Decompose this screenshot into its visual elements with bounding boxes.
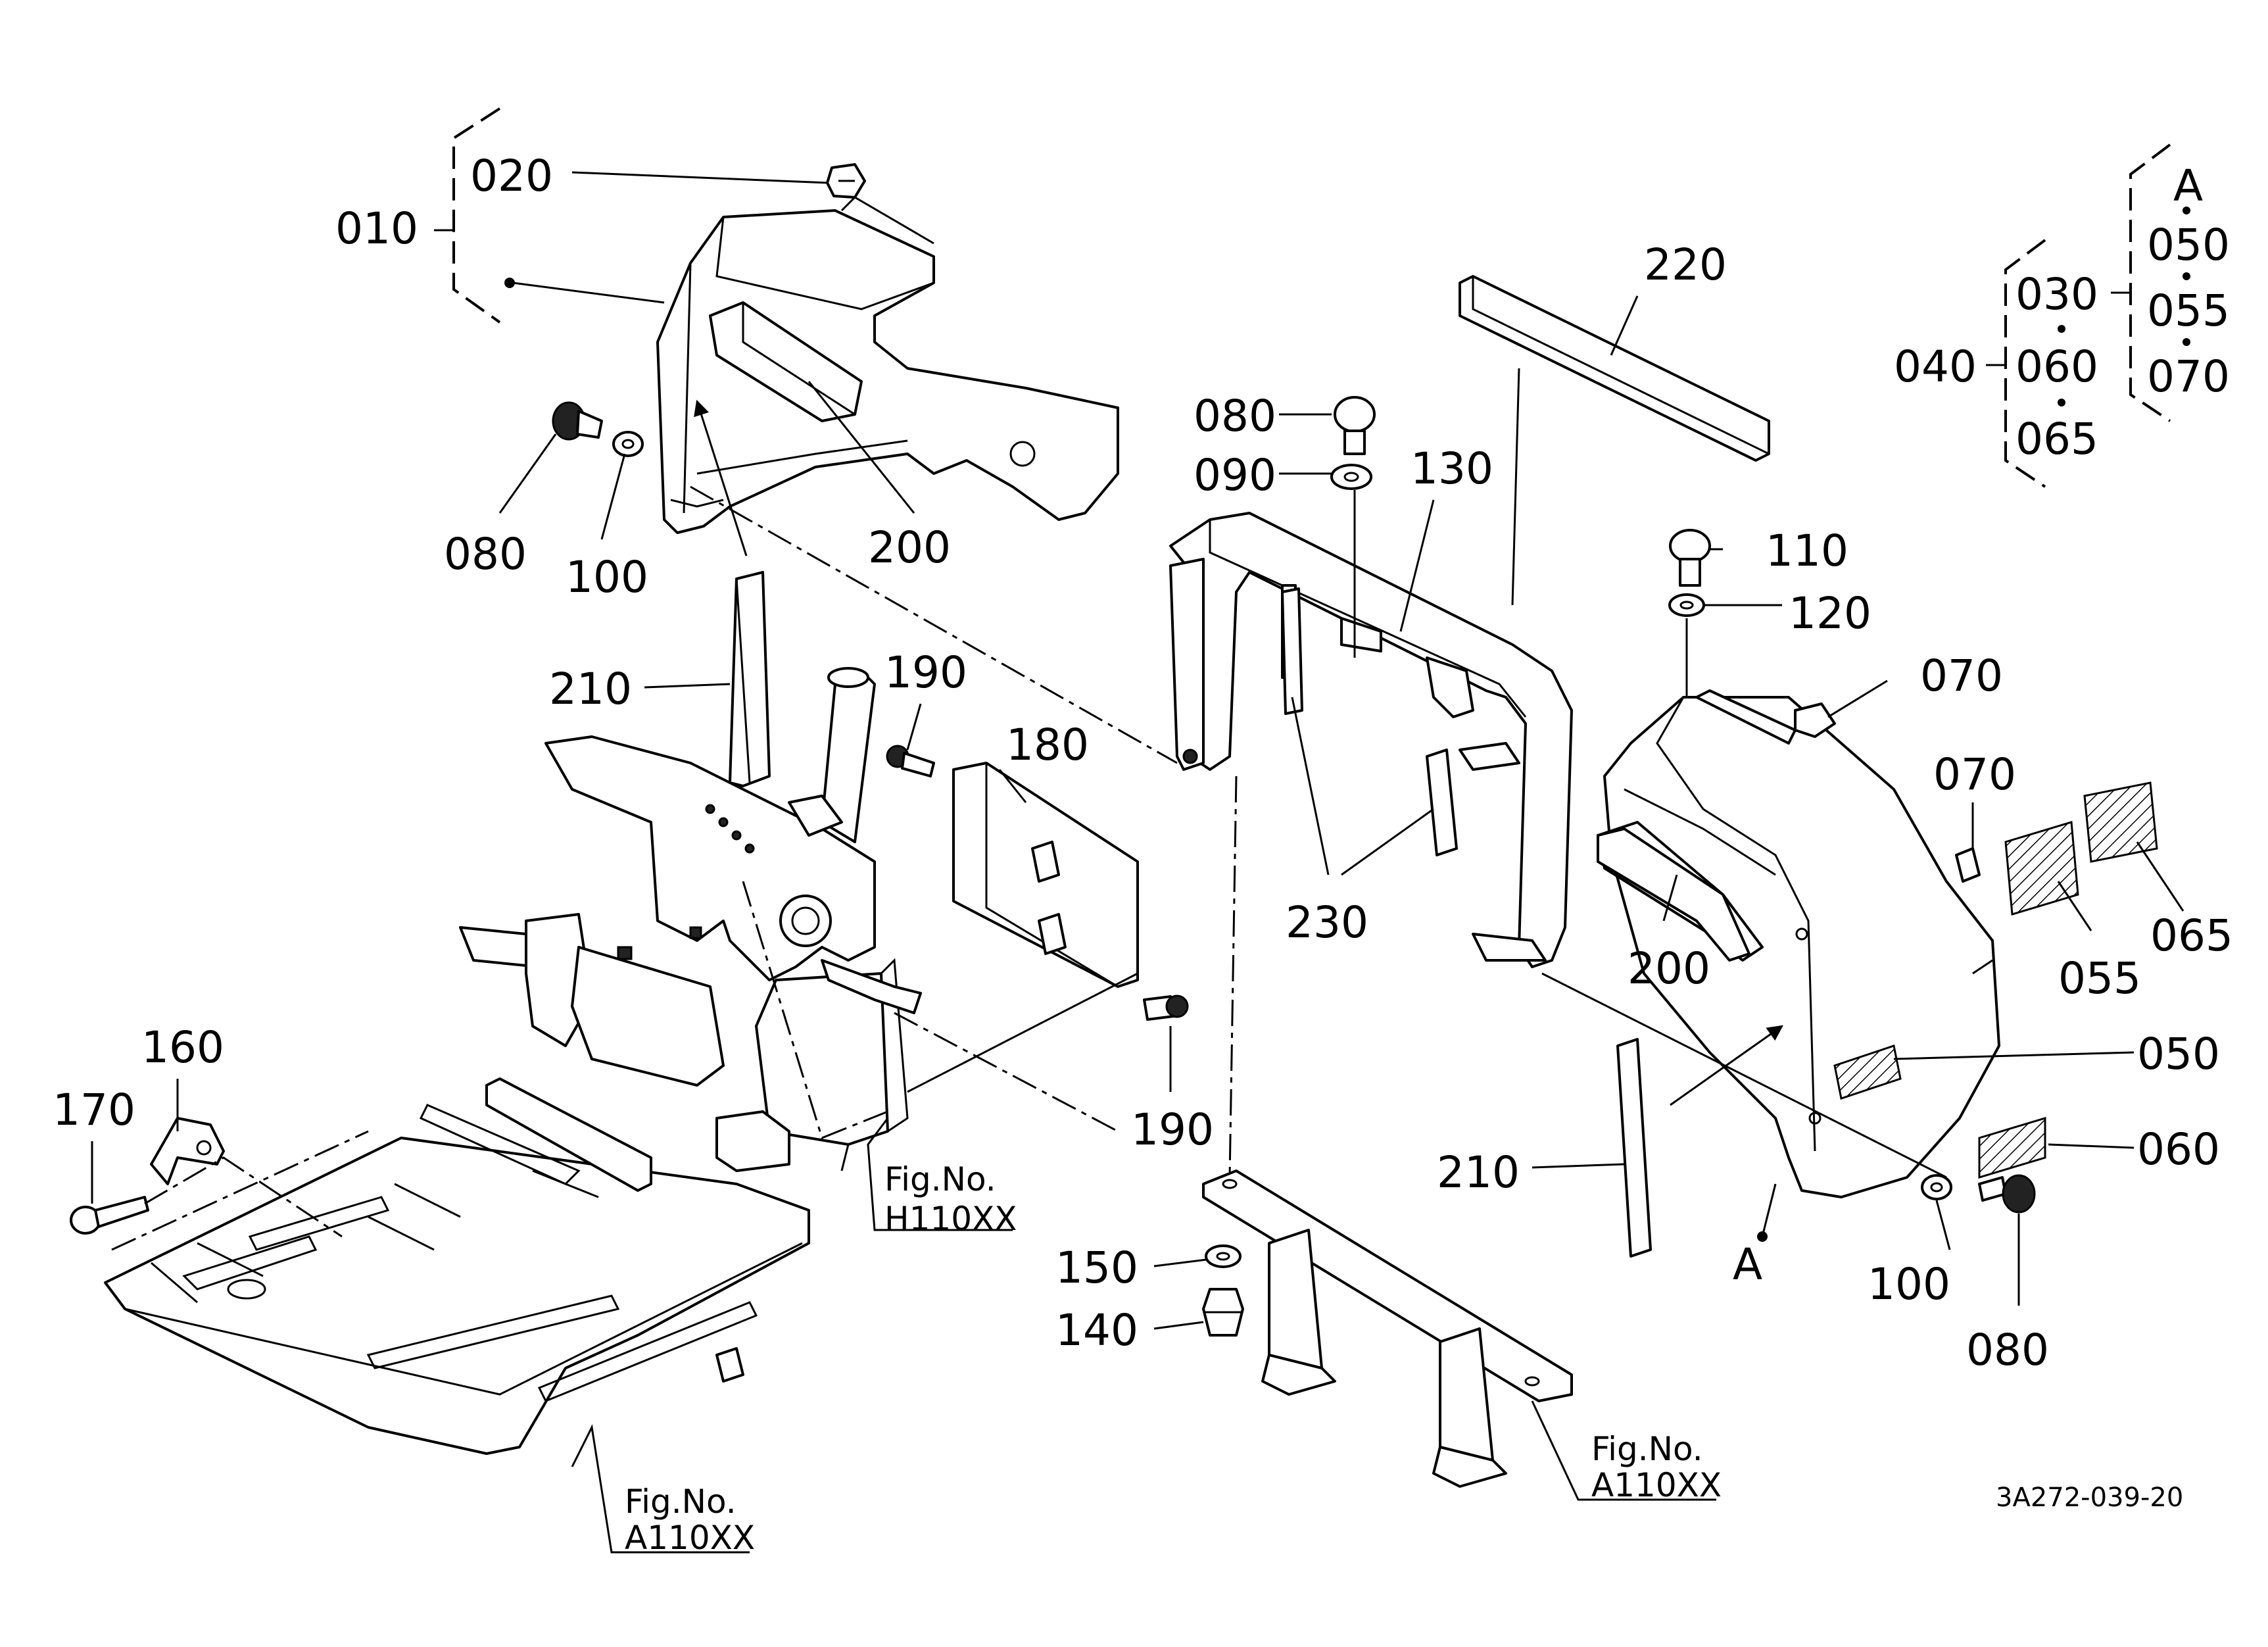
- bolt-190-bottom: [1143, 995, 1189, 1021]
- figref-a110-left-number: A110XX: [625, 1519, 755, 1557]
- bracket-180: [952, 762, 1139, 988]
- figref-a110-right-number: A110XX: [1591, 1466, 1722, 1504]
- legend-055: 055: [2147, 285, 2230, 336]
- lever-bracket-assembly: [459, 667, 922, 1172]
- washer-150: [1205, 1244, 1242, 1268]
- decal-050: [1833, 1045, 1902, 1100]
- support-beam: [1202, 1169, 1573, 1488]
- washer-120: [1668, 593, 1705, 617]
- legend-070: 070: [2147, 351, 2230, 402]
- bolt-080-left: [552, 401, 603, 441]
- decal-065: [2083, 781, 2158, 863]
- figref-a110-left-caption: Fig.No.: [625, 1483, 736, 1521]
- nut-140: [1202, 1288, 1244, 1337]
- legend-040: 040: [1894, 341, 1977, 392]
- bolt-080-right: [1978, 1174, 2036, 1214]
- label-065: 065: [2150, 910, 2233, 961]
- group-bracket-010: [434, 107, 501, 324]
- drawing-code: 3A272-039-20: [1996, 1483, 2183, 1513]
- label-170: 170: [53, 1085, 135, 1135]
- group-bracket-030: [2111, 143, 2171, 422]
- label-160: 160: [141, 1022, 224, 1073]
- label-010: 010: [335, 203, 418, 254]
- label-080-center: 080: [1194, 391, 1276, 441]
- decal-060: [1978, 1116, 2046, 1179]
- label-130: 130: [1411, 443, 1493, 494]
- label-190-top: 190: [884, 647, 967, 698]
- label-200-right: 200: [1628, 943, 1710, 994]
- label-210-left: 210: [549, 664, 632, 714]
- rubber-230-b: [1426, 749, 1458, 856]
- legend-060: 060: [2015, 341, 2098, 392]
- legend-030: 030: [2015, 269, 2098, 320]
- figref-h110-caption: Fig.No.: [884, 1160, 996, 1198]
- clip-070-side: [1955, 847, 1981, 883]
- label-110: 110: [1766, 526, 1848, 576]
- label-100-right: 100: [1868, 1259, 1950, 1310]
- bracket-160: [150, 1117, 225, 1185]
- clip-070-top: [1794, 702, 1836, 738]
- label-070-top: 070: [1920, 651, 2003, 701]
- label-060: 060: [2137, 1124, 2220, 1175]
- label-100-left: 100: [566, 552, 648, 602]
- figref-h110-number: H110XX: [884, 1200, 1017, 1238]
- label-080-right: 080: [1966, 1325, 2049, 1375]
- floor-mat-step: [104, 1077, 810, 1455]
- rubber-strip-220: [1459, 275, 1770, 462]
- clip-020: [826, 163, 866, 199]
- label-210-right: 210: [1437, 1147, 1520, 1198]
- label-220: 220: [1644, 239, 1727, 290]
- label-080-left: 080: [444, 529, 527, 579]
- fender-frame-130: [1169, 512, 1573, 968]
- bolt-190-top: [886, 745, 935, 777]
- label-230: 230: [1286, 897, 1368, 948]
- washer-090: [1330, 464, 1372, 490]
- rubber-230-a: [1281, 587, 1303, 715]
- label-070-side: 070: [1933, 749, 2016, 800]
- label-200-left: 200: [868, 522, 951, 573]
- decal-055: [2004, 821, 2079, 916]
- label-180: 180: [1006, 720, 1089, 770]
- bolt-170: [70, 1196, 149, 1235]
- label-050: 050: [2137, 1029, 2220, 1079]
- label-a-point: A: [1733, 1239, 1762, 1290]
- rubber-210-right: [1616, 1038, 1652, 1258]
- figref-a110-right-caption: Fig.No.: [1591, 1430, 1703, 1468]
- bolt-110: [1669, 529, 1711, 587]
- label-055: 055: [2058, 953, 2141, 1004]
- label-150: 150: [1055, 1242, 1138, 1293]
- legend-065: 065: [2015, 414, 2098, 464]
- rubber-210-left: [729, 571, 771, 787]
- label-120: 120: [1789, 588, 1871, 639]
- washer-100-left: [612, 431, 644, 457]
- label-020: 020: [470, 151, 553, 201]
- label-140: 140: [1055, 1305, 1138, 1356]
- left-fender-cover-010: [656, 196, 1119, 534]
- washer-100-right: [1921, 1174, 1952, 1200]
- leader-lines: [91, 171, 2184, 1554]
- legend-050: 050: [2147, 220, 2230, 270]
- legend-a: A: [2173, 160, 2203, 211]
- label-190-bottom: 190: [1131, 1104, 1214, 1155]
- bolt-080-center: [1334, 396, 1376, 455]
- rubber-200-right: [1597, 827, 1750, 962]
- label-090: 090: [1194, 450, 1276, 501]
